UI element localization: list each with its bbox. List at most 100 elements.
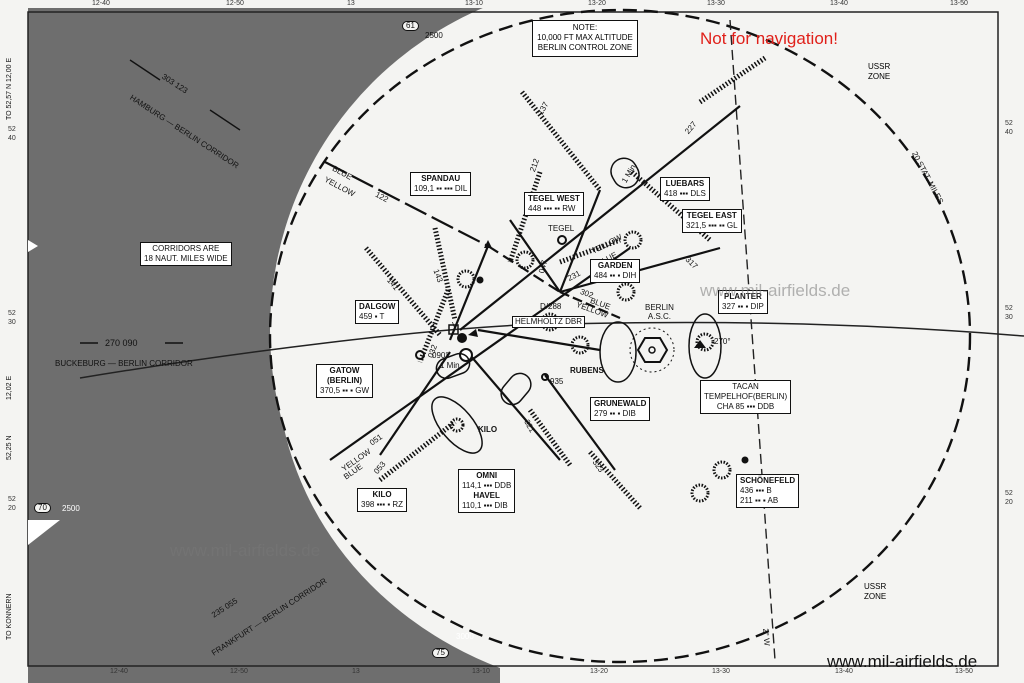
berlin-asc-label: BERLIN A.S.C. — [645, 303, 674, 321]
filled-markers — [457, 240, 749, 464]
bottom-tick-5: 13-20 — [590, 668, 608, 675]
right-tick-c: 52 — [1005, 305, 1013, 312]
helmholtz-name: HELMHOLTZ — [515, 317, 563, 326]
berlin-asc-sub: A.S.C. — [647, 312, 672, 321]
meridian-line — [729, 19, 776, 661]
bottom-tick-3: 13 — [352, 668, 360, 675]
omni-freq: 114,1 — [462, 481, 482, 490]
tegel-east-name: TEGEL EAST — [686, 211, 737, 220]
dalgow-id: T — [379, 312, 385, 321]
tacan-l1: TACAN — [732, 382, 759, 391]
left-tick-e: 30 — [8, 319, 16, 326]
dalgow-beacon — [456, 269, 476, 289]
schonefeld-id: B — [766, 486, 772, 495]
watermark-footer: www.mil-airfields.de — [827, 652, 978, 671]
tacan-id: DDB — [757, 402, 775, 411]
heading-arrows — [80, 59, 241, 344]
tegel-west-box: TEGEL WEST 448 ▪▪▪ ▪▪ RW — [524, 192, 584, 216]
route-288: D/288 — [540, 302, 562, 311]
berlin-asc-name: BERLIN — [645, 303, 674, 312]
luebars-id: DLS — [690, 189, 706, 198]
right-tick-e: 52 — [1005, 490, 1013, 497]
grunewald-box: GRUNEWALD 279 ▪▪ ▪ DIB — [590, 397, 651, 421]
gatow-beacon — [415, 350, 425, 360]
grunewald-id: DIB — [622, 409, 636, 418]
schonefeld-id2: AB — [767, 496, 779, 505]
corridor-width-line-1: CORRIDORS ARE — [152, 244, 220, 253]
altitude-75-tag: 75 — [432, 648, 449, 658]
spandau-freq: 109,1 — [414, 184, 435, 193]
schonefeld-box: SCHÖNEFELD 436 ▪▪▪ B 211 ▪▪ ▪ AB — [736, 474, 800, 508]
route-090: 090° — [432, 351, 449, 360]
garden-freq: 484 — [594, 271, 608, 280]
havel-freq: 110,1 — [462, 501, 482, 510]
left-tick-h: 52 — [8, 496, 16, 503]
omni-id: DDB — [494, 481, 512, 490]
tegel-west-name: TEGEL WEST — [528, 194, 580, 203]
left-tick-i: 20 — [8, 505, 16, 512]
top-tick-2: 12-50 — [226, 0, 244, 7]
planter-oval — [688, 313, 722, 379]
note-line-2: BERLIN CONTROL ZONE — [537, 43, 633, 52]
gatow-name: GATOW — [329, 366, 360, 375]
chart-frame — [27, 11, 999, 667]
omni-box: OMNI 114,1 ▪▪▪ DDB HAVEL 110,1 ▪▪▪ DIB — [458, 469, 516, 513]
tempelhof-oval — [599, 321, 637, 383]
spandau-name: SPANDAU — [421, 174, 461, 183]
top-tick-3: 13 — [347, 0, 355, 7]
bottom-tick-6: 13-30 — [712, 668, 730, 675]
route-935: 935 — [550, 377, 564, 386]
holding-pattern-luebars — [610, 157, 640, 189]
right-tick-b: 40 — [1005, 129, 1013, 136]
top-tick-7: 13-40 — [830, 0, 848, 7]
rubens-beacon — [570, 335, 590, 355]
planter-freq: 327 — [722, 302, 736, 311]
top-tick-5: 13-20 — [588, 0, 606, 7]
bottom-tick-4: 13-10 — [472, 668, 490, 675]
tegel-label: TEGEL — [548, 224, 575, 233]
tacan-l2: TEMPELHOF(BERLIN) — [704, 392, 788, 401]
havel-id: DIB — [494, 501, 508, 510]
holding-pattern-south — [500, 372, 532, 406]
note-title: NOTE: — [572, 23, 598, 32]
altitude-70-tag: 70 — [34, 503, 51, 513]
left-tick-a: TO 52,57 N 12,00 E — [6, 57, 13, 120]
schonefeld-freq: 436 — [740, 486, 754, 495]
havel-name: HAVEL — [473, 491, 500, 500]
altitude-75-value: 3000 — [456, 632, 474, 641]
hatched-sectors — [364, 55, 767, 510]
kilo-freq: 398 — [361, 500, 375, 509]
top-tick-1: 12-40 — [92, 0, 110, 7]
garden-beacon — [616, 282, 636, 302]
dalgow-name: DALGOW — [359, 302, 396, 311]
tegel-east-freq: 321,5 — [686, 221, 707, 230]
schonefeld-beacon-2 — [690, 483, 710, 503]
kilo-beacon — [449, 417, 465, 433]
planter-beacon — [695, 332, 715, 352]
tacan-box: TACAN TEMPELHOF(BERLIN) CHA 85 ▪▪▪ DDB — [700, 380, 792, 414]
tegel-west-beacon — [515, 250, 535, 270]
warning-text: Not for navigation! — [700, 29, 838, 48]
garden-id: DIH — [622, 271, 637, 280]
tegel-beacon — [557, 235, 567, 245]
tegel-west-id: RW — [562, 204, 576, 213]
right-tick-a: 52 — [1005, 120, 1013, 127]
helmholtz-id: DBR — [565, 317, 582, 326]
tacan-hexagon — [636, 337, 669, 363]
kilo-id: RZ — [392, 500, 404, 509]
schonefeld-beacon-1 — [712, 460, 732, 480]
ussr-zone-se-l2: ZONE — [864, 592, 887, 601]
tegel-east-beacon — [623, 230, 643, 250]
dalgow-box: DALGOW 459 ▪ T — [355, 300, 400, 324]
left-tick-d: 52 — [8, 310, 16, 317]
gatow-freq: 370,5 — [320, 386, 341, 395]
planter-id: DIP — [750, 302, 764, 311]
top-tick-6: 13-30 — [707, 0, 725, 7]
altitude-61-tag: 61 — [402, 21, 419, 31]
spandau-id: DIL — [454, 184, 468, 193]
ussr-zone-ne-l1: USSR — [868, 62, 891, 71]
tegel-east-id: GL — [726, 221, 738, 230]
altitude-70-value: 2500 — [62, 504, 80, 513]
